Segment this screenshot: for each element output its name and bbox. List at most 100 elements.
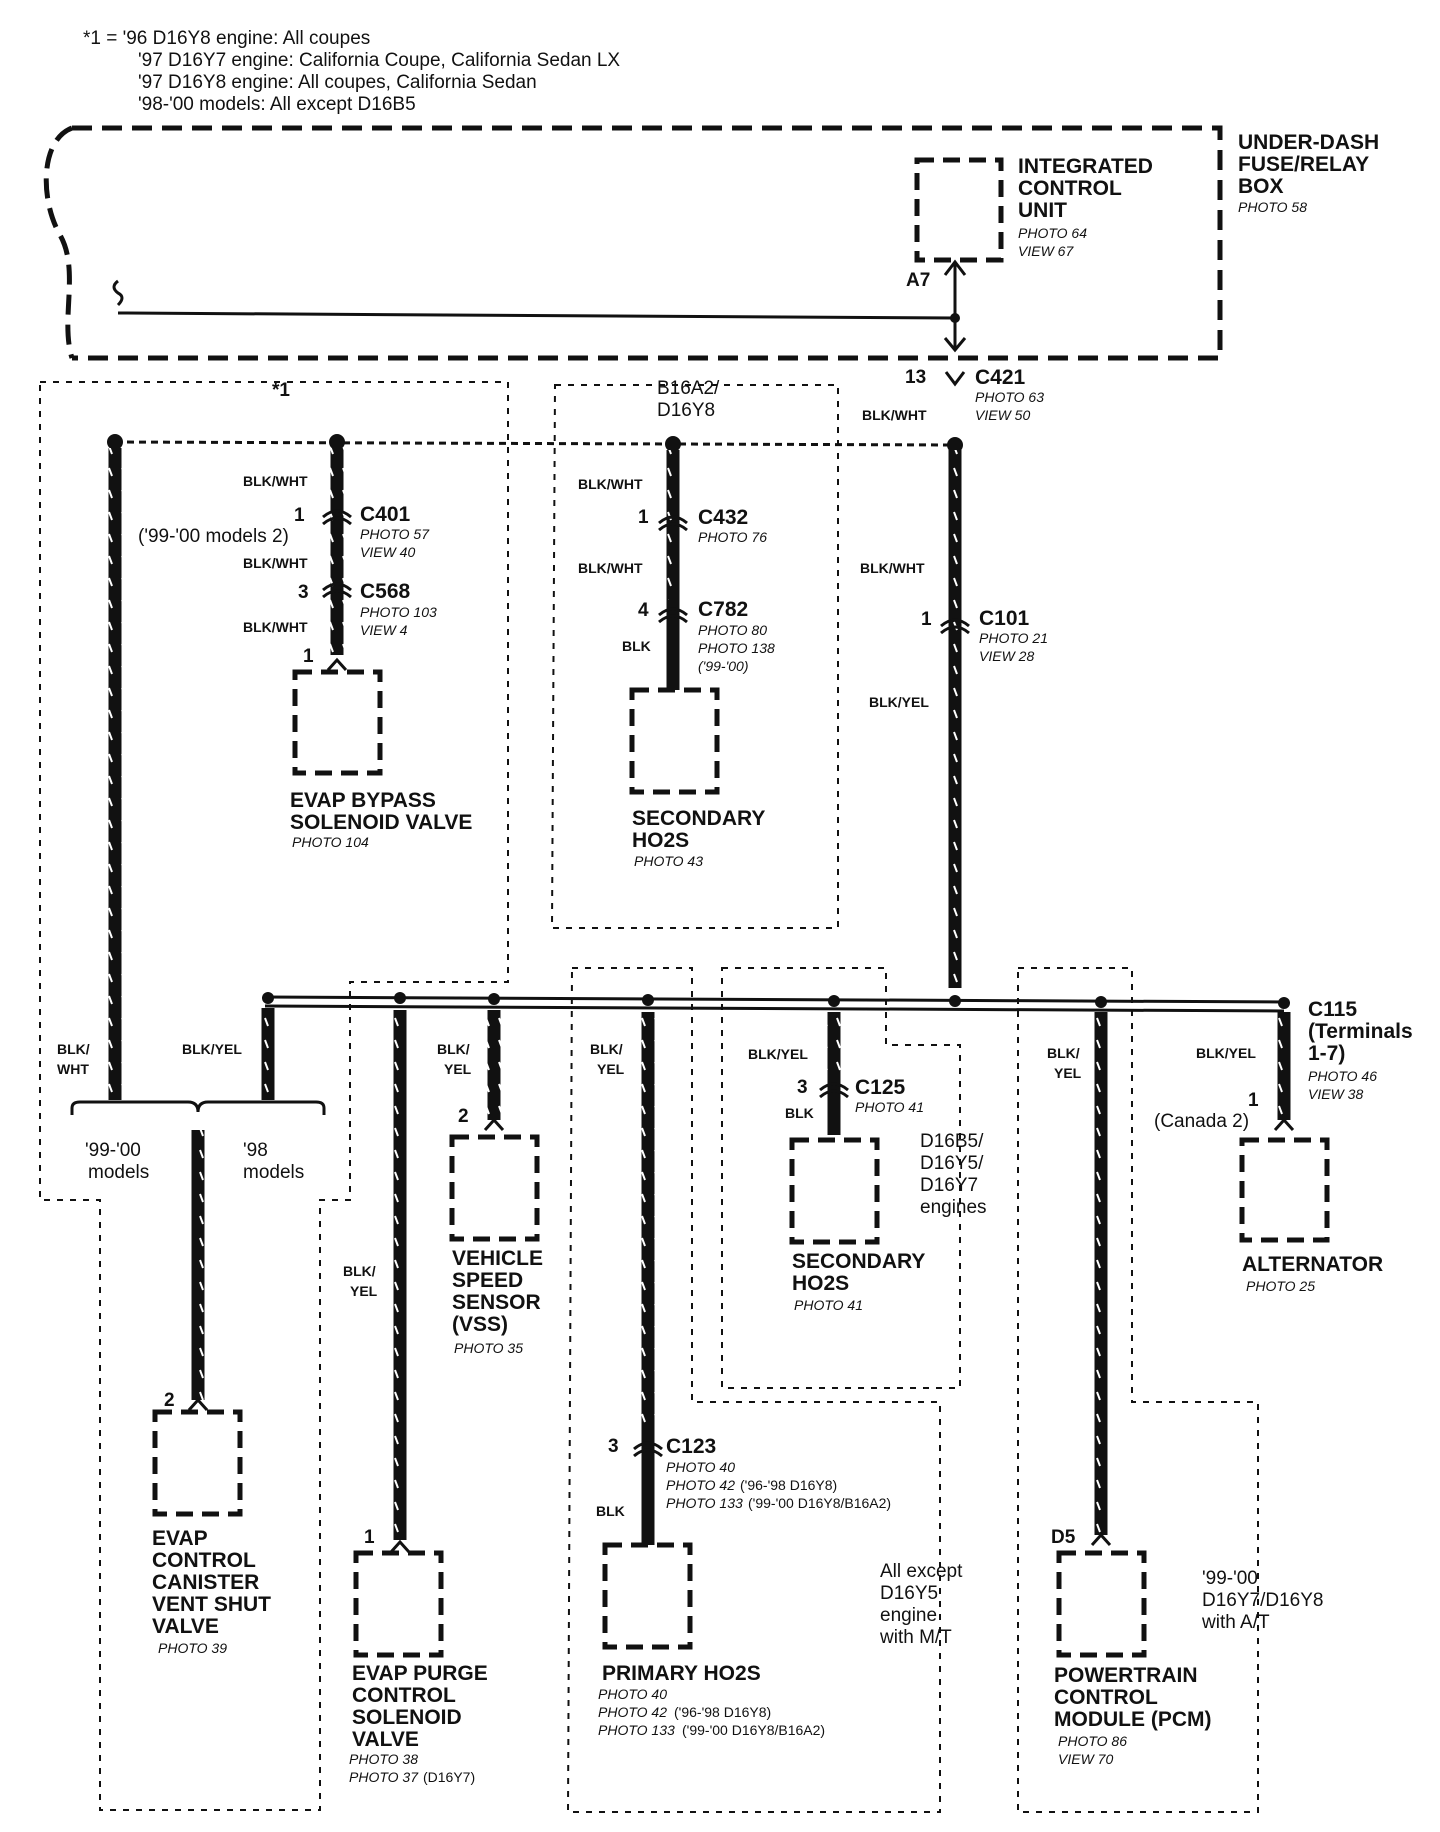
bypass-wire-1: BLK/WHT [243,473,308,489]
c401-photo: PHOTO 57 [360,526,430,542]
c115-line-3: 1-7) [1308,1042,1345,1065]
purge-photo-2: PHOTO 37 [349,1769,419,1785]
vent-name-1: EVAP [152,1527,208,1550]
primary-photo-3: PHOTO 133 [598,1722,675,1738]
connector-c421: 13 C421 PHOTO 63 VIEW 50 BLK/WHT [862,366,1044,423]
sec-a-wire-3: BLK [622,638,651,654]
group-all-except-label-2: D16Y5 [880,1583,938,1604]
alternator-photo: PHOTO 25 [1246,1278,1315,1294]
sec-b-wire-1: BLK/YEL [748,1046,808,1062]
bypass-name-1: EVAP BYPASS [290,789,436,812]
pcm-name-1: POWERTRAIN [1054,1664,1198,1687]
vss-wire-2: YEL [444,1061,472,1077]
primary-photo-2: PHOTO 42 [598,1704,667,1720]
icu-title-2: CONTROL [1018,177,1122,200]
sec-a-name-2: HO2S [632,829,689,852]
c782-note: ('99-'00) [698,658,748,674]
icu-title-1: INTEGRATED [1018,155,1153,178]
c123-photo-3-note: ('99-'00 D16Y8/B16A2) [748,1495,891,1511]
vss-name-4: (VSS) [452,1313,508,1336]
vent-models-right-1: '98 [243,1140,268,1161]
vent-wire-right: BLK/YEL [182,1041,242,1057]
group-boxes: *1 B16A2/ D16Y8 D16B5/ D16Y5/ D16Y7 engi… [39,378,1323,1813]
secondary-ho2s-a: BLK/WHT 1 C432 PHOTO 76 BLK/WHT 4 C782 P… [578,476,775,869]
fusebox-photo: PHOTO 58 [1238,199,1307,215]
group-at-label-3: with A/T [1201,1612,1270,1633]
evap-vent-shut-valve: BLK/ WHT BLK/YEL '99-'00 models '98 mode… [57,1041,304,1656]
purge-name-2: CONTROL [352,1684,456,1707]
icu-photo: PHOTO 64 [1018,225,1087,241]
c421-photo: PHOTO 63 [975,389,1044,405]
group-d16b5-label-4: engines [920,1197,987,1218]
primary-ho2s: BLK/ YEL 3 C123 PHOTO 40 PHOTO 42 ('96-'… [590,1041,891,1738]
bypass-photo: PHOTO 104 [292,834,369,850]
sec-a-wire-1: BLK/WHT [578,476,643,492]
vent-name-3: CANISTER [152,1571,259,1594]
c782-name: C782 [698,598,748,621]
c115-name: C115 [1308,998,1357,1021]
footnote: *1 = '96 D16Y8 engine: All coupes '97 D1… [83,28,620,115]
sec-a-name-1: SECONDARY [632,807,765,830]
primary-wire-2: YEL [597,1061,625,1077]
vss-pin: 2 [458,1106,469,1127]
c568-photo: PHOTO 103 [360,604,437,620]
group-b16a2-label-2: D16Y8 [657,400,715,421]
fusebox-title-2: FUSE/RELAY [1238,153,1369,176]
purge-photo-2-note: (D16Y7) [423,1769,475,1785]
pcm-pin: D5 [1051,1527,1076,1548]
group-all-except-label-4: with M/T [879,1627,952,1648]
sec-b-name-2: HO2S [792,1272,849,1295]
c568-view: VIEW 4 [360,622,408,638]
c101-wire-top: BLK/WHT [860,560,925,576]
c782-photo-1: PHOTO 80 [698,622,767,638]
c123-photo-1: PHOTO 40 [666,1459,735,1475]
c568-name: C568 [360,580,411,603]
purge-name-1: EVAP PURGE [352,1662,488,1685]
pcm-photo: PHOTO 86 [1058,1733,1127,1749]
icu-title-3: UNIT [1018,199,1067,222]
c421-pin: 13 [905,367,926,388]
c115-line-2: (Terminals [1308,1020,1413,1043]
evap-bypass-solenoid-valve: BLK/WHT 1 C401 PHOTO 57 VIEW 40 ('99-'00… [138,473,472,850]
group-b16a2-label-1: B16A2/ [657,378,720,399]
bypass-pin: 1 [303,646,314,667]
primary-photo-3-note: ('99-'00 D16Y8/B16A2) [682,1722,825,1738]
c123-photo-2-note: ('96-'98 D16Y8) [740,1477,837,1493]
pcm-name-2: CONTROL [1054,1686,1158,1709]
sec-a-photo: PHOTO 43 [634,853,703,869]
primary-name: PRIMARY HO2S [602,1662,761,1685]
c115-photo: PHOTO 46 [1308,1068,1377,1084]
connector-c101: BLK/WHT 1 C101 PHOTO 21 VIEW 28 BLK/YEL [860,560,1048,710]
c432-name: C432 [698,506,748,529]
vehicle-speed-sensor: BLK/ YEL 2 VEHICLE SPEED SENSOR (VSS) PH… [437,1041,543,1356]
vent-name-2: CONTROL [152,1549,256,1572]
c421-view: VIEW 50 [975,407,1030,423]
fusebox-title-3: BOX [1238,175,1284,198]
c401-pin: 1 [294,505,305,526]
purge-photo-1: PHOTO 38 [349,1751,418,1767]
vss-wire-1: BLK/ [437,1041,470,1057]
c401-note: ('99-'00 models 2) [138,526,289,547]
c125-photo: PHOTO 41 [855,1099,924,1115]
pcm-wire-2: YEL [1054,1065,1082,1081]
primary-photo-1: PHOTO 40 [598,1686,667,1702]
group-at-label-1: '99-'00 [1202,1568,1258,1589]
group-all-except-label-3: engine [880,1605,937,1626]
c115-view: VIEW 38 [1308,1086,1363,1102]
c782-photo-2: PHOTO 138 [698,640,775,656]
fusebox-title-1: UNDER-DASH [1238,131,1379,154]
fusebox-internal-wiring [112,259,967,353]
primary-wire-1: BLK/ [590,1041,623,1057]
c123-name: C123 [666,1435,716,1458]
c401-view: VIEW 40 [360,544,415,560]
alternator-name: ALTERNATOR [1242,1253,1383,1276]
purge-pin: 1 [364,1527,375,1548]
c101-photo: PHOTO 21 [979,630,1048,646]
vss-name-1: VEHICLE [452,1247,543,1270]
group-d16b5-label-3: D16Y7 [920,1175,978,1196]
bypass-wire-3: BLK/WHT [243,619,308,635]
c125-pin: 3 [797,1077,808,1098]
pcm-name-3: MODULE (PCM) [1054,1708,1211,1731]
fuse-relay-box: UNDER-DASH FUSE/RELAY BOX PHOTO 58 [43,125,1379,361]
c401-name: C401 [360,503,411,526]
